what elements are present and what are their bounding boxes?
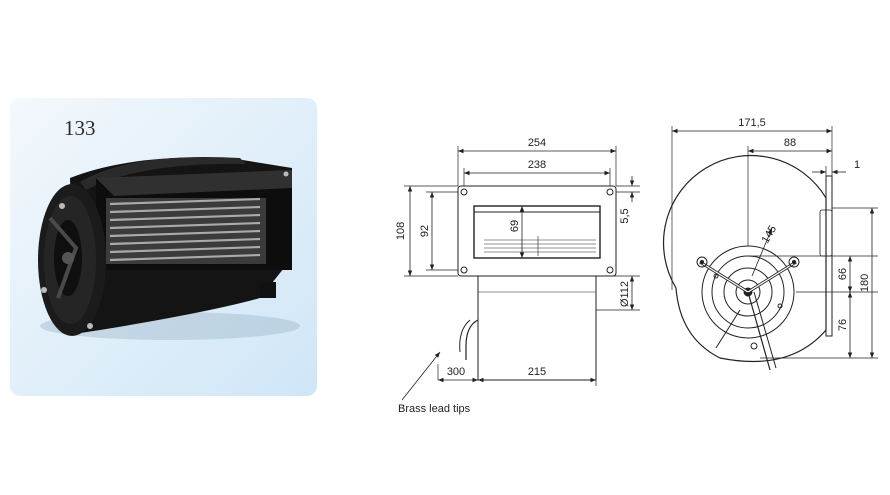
note-brass-lead-tips: Brass lead tips (398, 403, 471, 415)
dim-254: 254 (528, 137, 546, 149)
dim-108: 108 (395, 222, 407, 240)
dim-88: 88 (784, 137, 796, 149)
impeller-blades (109, 197, 261, 262)
front-view (401, 146, 640, 401)
blower-photo (38, 157, 300, 340)
dim-215: 215 (528, 366, 546, 378)
dim-145: 145 (760, 224, 780, 246)
dim-1: 1 (854, 159, 860, 171)
dim-180: 180 (859, 274, 871, 292)
front-view-dimensions: 254 238 108 92 69 5,5 Ø112 300 215 Brass… (395, 137, 631, 415)
dim-238: 238 (528, 159, 546, 171)
product-photo-panel: 133 (10, 98, 317, 396)
dim-69: 69 (509, 220, 521, 232)
dim-76: 76 (837, 319, 849, 331)
dim-171-5: 171,5 (738, 117, 766, 129)
side-view (662, 126, 878, 371)
model-number: 133 (64, 116, 96, 140)
dim-112: Ø112 (619, 281, 631, 307)
dim-92: 92 (419, 225, 431, 237)
dim-5-5: 5,5 (619, 208, 631, 223)
dim-300: 300 (447, 366, 465, 378)
dim-66: 66 (837, 268, 849, 280)
